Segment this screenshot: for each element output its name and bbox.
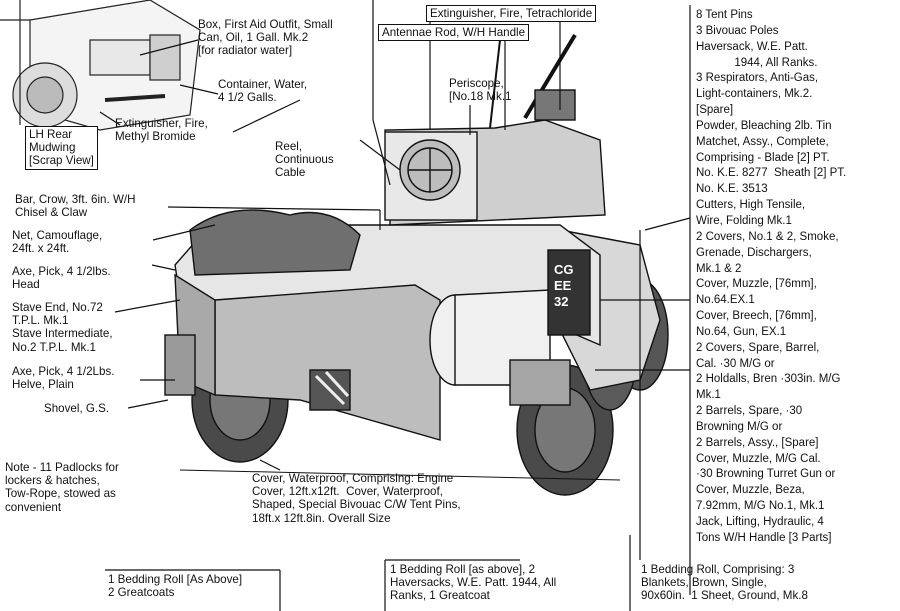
label-bedding-roll-right: 1 Bedding Roll, Comprising: 3 Blankets, …	[641, 563, 808, 603]
label-bedding-roll-left: 1 Bedding Roll [As Above] 2 Greatcoats	[108, 573, 243, 600]
label-note-padlocks: Note - 11 Padlocks for lockers & hatches…	[5, 461, 119, 514]
label-container-water: Container, Water, 4 1/2 Galls.	[218, 78, 308, 105]
label-axe-pick-helve: Axe, Pick, 4 1/2Lbs. Helve, Plain	[12, 365, 115, 392]
label-stave: Stave End, No.72 T.P.L. Mk.1 Stave Inter…	[12, 301, 113, 354]
label-box-first-aid: Box, First Aid Outfit, Small Can, Oil, 1…	[198, 18, 333, 58]
label-bedding-roll-middle: 1 Bedding Roll [as above], 2 Haversacks,…	[390, 563, 557, 603]
label-extinguisher-methyl-bromide: Extinguisher, Fire, Methyl Bromide	[115, 117, 208, 144]
scrap-view-mudwing	[0, 0, 201, 131]
label-shovel: Shovel, G.S.	[44, 402, 110, 415]
label-antennae-rod: Antennae Rod, W/H Handle	[378, 24, 530, 42]
label-axe-pick-head: Axe, Pick, 4 1/2lbs. Head	[12, 265, 111, 292]
label-right-stowage-list: 8 Tent Pins 3 Bivouac Poles Haversack, W…	[696, 9, 847, 544]
label-net-camouflage: Net, Camouflage, 24ft. x 24ft.	[12, 229, 103, 256]
label-bar-crow: Bar, Crow, 3ft. 6in. W/H Chisel & Claw	[15, 193, 136, 220]
label-extinguisher-tetrachloride: Extinguisher, Fire, Tetrachloride	[426, 5, 597, 23]
label-reel: Reel, Continuous Cable	[275, 140, 334, 180]
label-lh-rear-mudwing: LH Rear Mudwing [Scrap View]	[25, 126, 98, 170]
vehicle-marking-plate: CG EE 32	[554, 262, 574, 309]
label-cover-waterproof: Cover, Waterproof, Comprising: Engine Co…	[252, 472, 461, 525]
leader-lines	[99, 0, 691, 611]
label-periscope: Periscope, [No.18 Mk.1	[449, 77, 512, 104]
armoured-car-drawing	[164, 33, 669, 496]
